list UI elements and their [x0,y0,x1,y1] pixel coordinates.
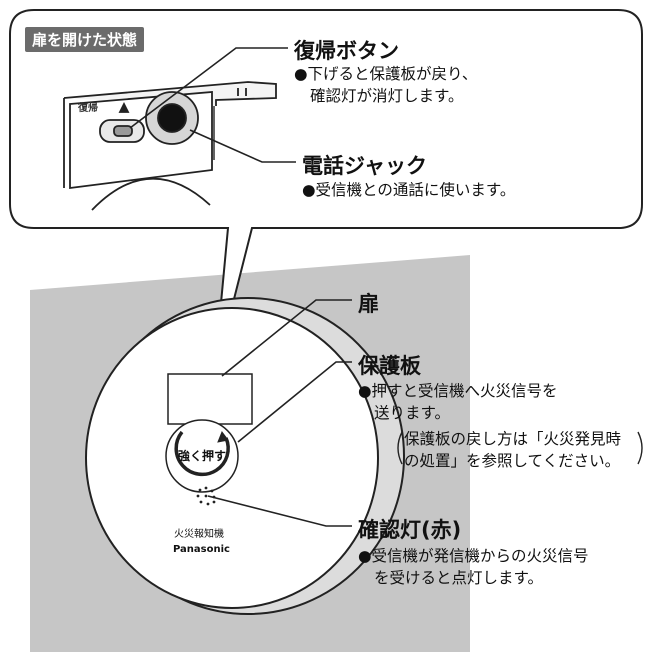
phone-jack-desc: ●受信機との通話に使います。 [302,181,516,199]
reset-button-desc-2: 確認灯が消灯します。 [310,87,464,105]
protection-plate-note-2: の処置」を参照してください。 [404,452,621,470]
protection-plate-desc-1: ●押すと受信機へ火災信号を [358,382,558,400]
protection-plate-desc-2: 送ります。 [374,404,450,422]
indicator-lamp [196,486,216,506]
indicator-lamp-desc-1: ●受信機が発信機からの火災信号 [358,547,589,565]
brand-logo: Panasonic [173,544,230,555]
inset-state-label: 扉を開けた状態 [25,27,145,52]
protection-plate-title: 保護板 [358,354,421,378]
inset-device-drawing [63,81,277,211]
note-brackets [397,431,643,465]
product-label: 火災報知機 [174,529,224,540]
reset-button-title: 復帰ボタン [294,39,399,63]
inset-phone-jack [157,103,187,133]
detector-body [85,297,405,615]
indicator-lamp-desc-2: を受けると点灯します。 [374,569,543,587]
reset-button-desc-1: ●下げると保護板が戻り、 [294,65,478,83]
main-leaders [207,299,352,527]
inset-reset-label: 復帰 [78,103,98,114]
protection-plate-note-1: 保護板の戻し方は「火災発見時 [404,430,622,448]
inset-leaders [129,47,296,163]
phone-jack-title: 電話ジャック [302,154,427,178]
push-label: 強く押す [178,449,227,463]
indicator-lamp-title: 確認灯(赤) [358,518,462,542]
protection-plate [167,373,253,425]
door-title: 扉 [358,292,379,316]
